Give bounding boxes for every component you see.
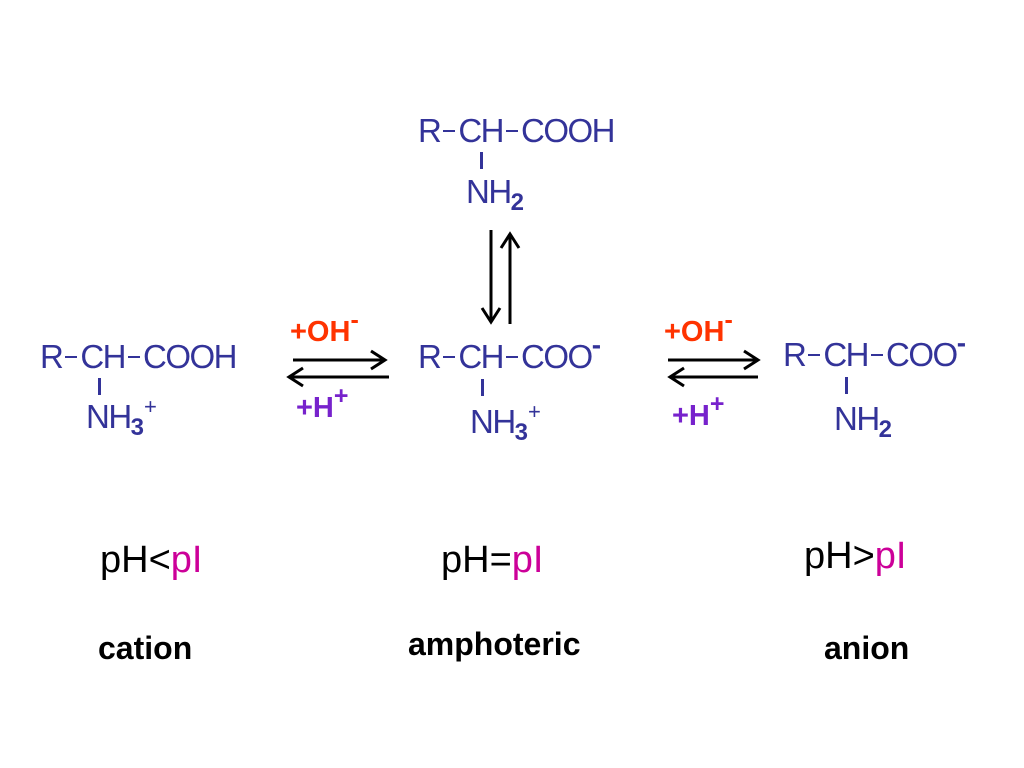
carboxylate-charge: -	[591, 329, 602, 360]
right-vertical-bond	[845, 377, 848, 394]
amine-text: NH	[466, 173, 512, 210]
middle-ph-condition: pH=pI	[441, 541, 543, 579]
amine-charge: +	[528, 399, 541, 424]
right-hydroxide-reagent: +OH-	[664, 308, 733, 348]
alpha-carbon: CH	[458, 338, 504, 375]
isoelectric-point: pI	[874, 535, 907, 577]
reagent-text: +H	[296, 392, 334, 424]
left-ph-condition: pH<pI	[100, 541, 202, 579]
right-molecule: R CH COO-	[783, 329, 966, 373]
bond	[506, 356, 519, 359]
carboxyl-group: COOH	[143, 338, 238, 375]
anion-label: anion	[824, 630, 910, 666]
top-vertical-bond	[480, 152, 483, 169]
right-equilibrium-arrow	[667, 349, 761, 388]
reagent-text: +OH	[290, 316, 351, 348]
alpha-carbon: CH	[80, 338, 126, 375]
amine-text: NH	[86, 398, 132, 435]
middle-amine: NH3+	[470, 401, 541, 445]
bond	[443, 356, 456, 359]
carboxyl-group: COOH	[521, 112, 616, 149]
bond	[128, 356, 141, 359]
ph-prefix: pH=	[441, 539, 512, 581]
bond	[871, 354, 884, 357]
left-molecule: R CH COOH	[40, 338, 238, 375]
left-equilibrium-arrow	[286, 349, 389, 388]
amine-subscript: 2	[510, 189, 525, 216]
middle-vertical-bond	[481, 379, 484, 396]
bond	[443, 130, 456, 133]
isoelectric-point: pI	[170, 539, 203, 581]
amine-subscript: 3	[130, 414, 145, 441]
left-amine: NH3+	[86, 396, 157, 440]
top-amine: NH2	[466, 173, 524, 215]
reagent-charge: +	[333, 382, 349, 410]
r-group: R	[783, 336, 807, 373]
bond	[506, 130, 519, 133]
r-group: R	[418, 112, 442, 149]
amine-subscript: 2	[878, 416, 893, 443]
carboxylate-charge: -	[956, 327, 967, 358]
ph-prefix: pH>	[804, 535, 875, 577]
amine-subscript: 3	[514, 419, 529, 446]
right-ph-condition: pH>pI	[804, 537, 906, 575]
isoelectric-point: pI	[511, 539, 544, 581]
amine-charge: +	[144, 394, 157, 419]
bond	[65, 356, 78, 359]
top-molecule: R CH COOH	[418, 112, 616, 149]
amine-text: NH	[470, 403, 516, 440]
carboxylate-group: COO	[886, 336, 958, 373]
right-amine: NH2	[834, 400, 892, 442]
reagent-charge: -	[724, 306, 733, 334]
amphoteric-label: amphoteric	[408, 626, 581, 662]
reagent-text: +OH	[664, 316, 725, 348]
alpha-carbon: CH	[458, 112, 504, 149]
right-proton-reagent: +H+	[672, 392, 725, 432]
alpha-carbon: CH	[823, 336, 869, 373]
left-hydroxide-reagent: +OH-	[290, 308, 359, 348]
ph-prefix: pH<	[100, 539, 171, 581]
reagent-charge: -	[350, 306, 359, 334]
reagent-text: +H	[672, 400, 710, 432]
amine-text: NH	[834, 400, 880, 437]
r-group: R	[418, 338, 442, 375]
middle-molecule: R CH COO-	[418, 331, 601, 375]
bond	[808, 354, 821, 357]
left-vertical-bond	[98, 378, 101, 395]
cation-label: cation	[98, 630, 193, 666]
carboxylate-group: COO	[521, 338, 593, 375]
left-proton-reagent: +H+	[296, 384, 349, 424]
r-group: R	[40, 338, 64, 375]
vertical-equilibrium-arrow	[480, 230, 521, 325]
reagent-charge: +	[709, 390, 725, 418]
